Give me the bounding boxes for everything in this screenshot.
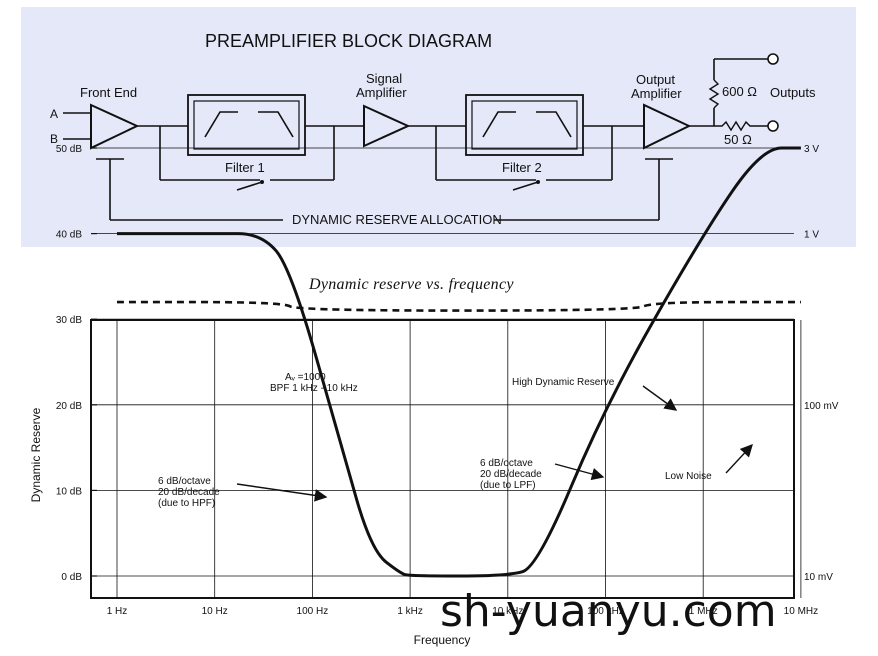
output-amp-label-1: Output — [636, 72, 675, 87]
low-noise-curve — [116, 300, 801, 312]
hpf-annotation-1: 6 dB/octave — [158, 476, 211, 487]
y-tick-label: 50 dB — [56, 144, 82, 155]
y2-tick-label: 10 mV — [804, 572, 833, 583]
x-tick-label: 10 kHz — [492, 606, 523, 617]
x-tick-label: 1 MHz — [689, 606, 718, 617]
high-dr-arrow — [642, 385, 678, 411]
low-noise-arrow — [725, 443, 753, 474]
high-dr-annotation: High Dynamic Reserve — [512, 377, 615, 388]
input-b-label: B — [50, 132, 58, 146]
filter-1-box — [187, 94, 306, 156]
y2-tick-label: 100 mV — [804, 401, 839, 412]
output-50-terminal — [767, 120, 779, 132]
signal-amplifier — [363, 104, 411, 148]
lpf-arrow — [554, 463, 605, 481]
x-tick-label: 100 Hz — [297, 606, 329, 617]
resistor-600 — [708, 79, 720, 109]
y-tick-label: 10 dB — [56, 486, 82, 497]
low-noise-annotation: Low Noise — [665, 471, 712, 482]
plot-frame — [90, 319, 795, 599]
y-tick-label: 20 dB — [56, 401, 82, 412]
y-tick-label: 30 dB — [56, 315, 82, 326]
hpf-arrow — [236, 483, 328, 502]
resistor-50 — [714, 120, 768, 132]
watermark: sh-yuanyu.com — [440, 586, 777, 637]
lpf-annotation-1: 6 dB/octave — [480, 458, 533, 469]
chart-title: Dynamic reserve vs. frequency — [309, 276, 514, 293]
high-dynamic-reserve-curve — [117, 146, 801, 578]
y2-tick-label: 3 V — [804, 144, 819, 155]
x-tick-label: 10 MHz — [784, 606, 818, 617]
output-amplifier — [643, 103, 692, 150]
signal-amp-label-2: Amplifier — [356, 85, 407, 100]
x-tick-label: 100 kHz — [587, 606, 624, 617]
front-end-amplifier — [90, 103, 140, 150]
r600-label: 600 Ω — [722, 84, 757, 99]
y-axis-label: Dynamic Reserve — [29, 407, 43, 502]
lpf-annotation-2: 20 dB/decade — [480, 469, 542, 480]
hpf-annotation-3: (due to HPF) — [158, 498, 215, 509]
filter-2-box — [465, 94, 584, 156]
output-amp-label-2: Amplifier — [631, 86, 682, 101]
x-tick-label: 1 Hz — [107, 606, 128, 617]
diagram-title: PREAMPLIFIER BLOCK DIAGRAM — [205, 31, 492, 51]
signal-amp-label-1: Signal — [366, 71, 402, 86]
dra-label: DYNAMIC RESERVE ALLOCATION — [292, 212, 502, 227]
y-tick-label: 0 dB — [61, 572, 82, 583]
input-a-label: A — [50, 107, 58, 121]
preamplifier-block-diagram: PREAMPLIFIER BLOCK DIAGRAM A B Front End… — [50, 31, 816, 227]
x-tick-label: 1 kHz — [397, 606, 423, 617]
av-annotation: Aᵥ =1000 — [285, 372, 326, 383]
y-tick-label: 40 dB — [56, 230, 82, 241]
output-600-terminal — [767, 53, 779, 65]
x-axis-label: Frequency — [414, 633, 471, 647]
hpf-annotation-2: 20 dB/decade — [158, 487, 220, 498]
r50-label: 50 Ω — [724, 132, 752, 147]
lpf-annotation-3: (due to LPF) — [480, 480, 536, 491]
front-end-label: Front End — [80, 85, 137, 100]
x-tick-label: 10 Hz — [202, 606, 228, 617]
bpf-annotation: BPF 1 kHz - 10 kHz — [270, 383, 358, 394]
filter-2-label: Filter 2 — [502, 160, 542, 175]
y2-tick-label: 1 V — [804, 230, 819, 241]
outputs-label: Outputs — [770, 85, 816, 100]
filter-1-label: Filter 1 — [225, 160, 265, 175]
